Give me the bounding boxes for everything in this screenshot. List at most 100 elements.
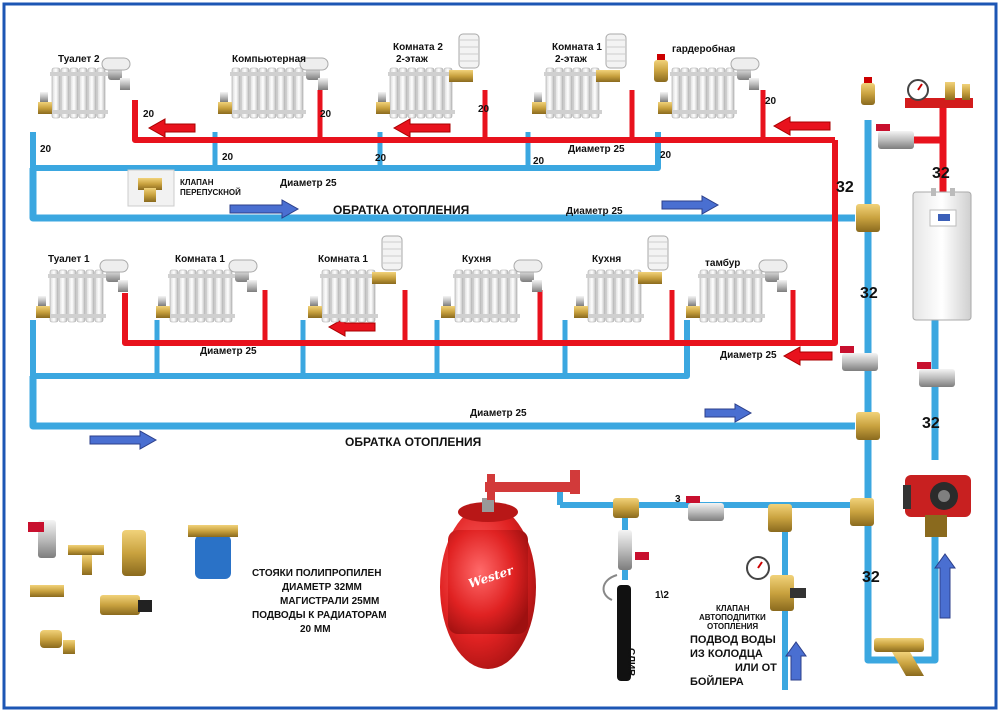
radiator-icon bbox=[441, 259, 543, 323]
ball-valve-icon bbox=[842, 353, 878, 371]
valve-handle bbox=[876, 124, 890, 131]
flow-arrow-icon bbox=[661, 195, 720, 215]
radiator-icon bbox=[686, 259, 788, 323]
flow-arrows bbox=[89, 116, 956, 681]
riser-size-label: 32 bbox=[862, 569, 880, 586]
supply-pipe bbox=[122, 140, 838, 346]
pipe-size-label: 20 bbox=[765, 96, 777, 107]
radiator-icon bbox=[658, 57, 760, 119]
flow-arrow-icon bbox=[782, 346, 833, 366]
pipe-size-label: 20 bbox=[660, 150, 672, 161]
safety-group-icon bbox=[905, 79, 973, 108]
radiator-label: Кухня bbox=[592, 254, 621, 265]
radiator-icon bbox=[38, 57, 131, 119]
drain-label: СЛИВ bbox=[625, 648, 636, 676]
return-pipe bbox=[30, 320, 690, 379]
pipe-diameter-label: Диаметр 25 bbox=[568, 144, 625, 155]
pipe-size-label: 1\2 bbox=[655, 590, 669, 601]
radiator-label: тамбур bbox=[705, 257, 740, 269]
air-vent-icon bbox=[654, 60, 668, 82]
pipe-diameter-label: Диаметр 25 bbox=[566, 206, 623, 217]
riser-size-label: 32 bbox=[932, 165, 950, 182]
radiator-icon bbox=[376, 33, 480, 119]
circulation-pump-icon bbox=[903, 475, 971, 537]
radiator-icon bbox=[36, 259, 129, 323]
bypass-valve-label: ПЕРЕПУСКНОЙ bbox=[180, 188, 241, 197]
radiator-icon bbox=[574, 235, 669, 323]
flow-arrow-icon bbox=[229, 199, 300, 219]
radiator-label: Компьютерная bbox=[232, 54, 306, 65]
radiator-label: Комната 1 bbox=[552, 42, 602, 53]
flow-arrow-icon bbox=[147, 118, 196, 138]
flow-arrow-icon bbox=[772, 116, 831, 136]
parts-collection bbox=[28, 520, 238, 654]
valve-handle bbox=[686, 496, 700, 503]
radiator-label: Туалет 1 bbox=[48, 254, 90, 265]
check-valve-icon bbox=[856, 204, 880, 232]
air-vent-icon bbox=[861, 83, 875, 105]
ball-valve-icon bbox=[688, 503, 724, 521]
pipe-size-label: 20 bbox=[533, 156, 545, 167]
radiator-label: Комната 1 bbox=[318, 254, 368, 265]
pipe-diameter-label: Диаметр 25 bbox=[720, 350, 777, 361]
supply-pipe bbox=[132, 100, 835, 143]
radiator-label: 2-этаж bbox=[555, 54, 588, 65]
thermostatic-head-icon bbox=[381, 235, 403, 271]
pipe-size-label: 20 bbox=[143, 109, 155, 120]
riser-size-label: 32 bbox=[836, 179, 854, 196]
pipe-diameter-label: Диаметр 25 bbox=[470, 408, 527, 419]
return-heating-label: ОБРАТКА ОТОПЛЕНИЯ bbox=[345, 435, 481, 449]
radiator-label: Комната 1 bbox=[175, 254, 225, 265]
bypass-valve-label: КЛАПАН bbox=[180, 178, 214, 187]
radiator-label: Комната 2 bbox=[393, 42, 443, 53]
valve-handle bbox=[917, 362, 931, 369]
pipe-size-label: 20 bbox=[478, 104, 490, 115]
flow-arrow-icon bbox=[785, 641, 807, 681]
tee-fitting-icon bbox=[613, 498, 639, 518]
valve-handle bbox=[840, 346, 854, 353]
radiator-label: Туалет 2 bbox=[58, 54, 100, 65]
flow-arrow-icon bbox=[89, 430, 158, 450]
spec-note-line: 20 ММ bbox=[300, 624, 331, 635]
pipe-size-label: 20 bbox=[40, 144, 52, 155]
radiator-label: Кухня bbox=[462, 254, 491, 265]
water-supply-label: ИЛИ ОТ bbox=[735, 662, 777, 674]
tank-bracket-icon bbox=[485, 470, 580, 500]
radiator-icon bbox=[532, 33, 627, 119]
fittings-group bbox=[127, 54, 955, 570]
radiator-group bbox=[36, 33, 788, 323]
pipe-size-label: 3 bbox=[675, 494, 681, 505]
water-supply-label: ПОДВОД ВОДЫ bbox=[690, 634, 776, 646]
pipe-size-label: 20 bbox=[320, 109, 332, 120]
radiator-label: 2-этаж bbox=[396, 54, 429, 65]
ball-valve-icon bbox=[919, 369, 955, 387]
thermostatic-head-icon bbox=[605, 33, 627, 69]
pipe-diameter-label: Диаметр 25 bbox=[200, 346, 257, 357]
refill-valve-label: ОТОПЛЕНИЯ bbox=[707, 622, 758, 631]
return-heating-label: ОБРАТКА ОТОПЛЕНИЯ bbox=[333, 203, 469, 217]
radiator-icon bbox=[218, 57, 329, 119]
pipe-diameter-label: Диаметр 25 bbox=[280, 178, 337, 189]
return-pipe bbox=[29, 376, 855, 430]
riser-size-label: 32 bbox=[860, 285, 878, 302]
water-supply-label: БОЙЛЕРА bbox=[690, 675, 744, 688]
flow-arrow-icon bbox=[934, 553, 956, 619]
refill-valve-label: АВТОПОДПИТКИ bbox=[699, 613, 766, 622]
thermostatic-head-icon bbox=[647, 235, 669, 271]
spec-note-line: ПОДВОДЫ К РАДИАТОРАМ bbox=[252, 610, 387, 621]
refill-valve-label: КЛАПАН bbox=[716, 604, 750, 613]
pipe-size-label: 20 bbox=[375, 153, 387, 164]
thermostatic-head-icon bbox=[458, 33, 480, 69]
pressure-gauge-icon bbox=[746, 556, 806, 611]
pipe-size-label: 20 bbox=[222, 152, 234, 163]
spec-note-line: МАГИСТРАЛИ 25ММ bbox=[280, 596, 379, 607]
flow-arrow-icon bbox=[704, 403, 753, 423]
radiator-icon bbox=[156, 259, 258, 323]
return-pipe bbox=[29, 168, 855, 222]
radiator-label: гардеробная bbox=[672, 43, 735, 55]
check-valve-icon bbox=[850, 498, 874, 526]
